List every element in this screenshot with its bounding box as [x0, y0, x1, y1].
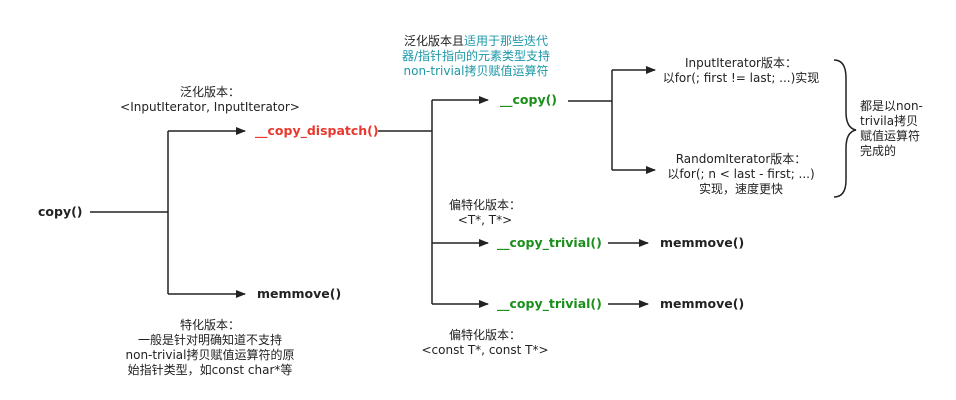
partial-1-note-line-1: 偏特化版本：: [448, 198, 521, 212]
partial-2-note: 偏特化版本： <const T*, const T*>: [400, 328, 570, 358]
node-copy-dispatch: __copy_dispatch(): [255, 123, 379, 138]
input-iter-note: InputIterator版本： 以for(; first != last; .…: [652, 56, 830, 86]
copy-generic-note: 泛化版本且适用于那些迭代 器/指针指向的元素类型支持 non-trivial拷贝…: [378, 34, 574, 79]
random-iter-note-line-2: 以for(; n < last - first; ...): [667, 167, 815, 181]
input-iter-note-line-1: InputIterator版本：: [685, 56, 797, 70]
node-memmove-1: memmove(): [660, 235, 745, 250]
dispatch-note-line-2: <InputIterator, InputIterator>: [120, 100, 300, 114]
brace-note-line-2: trivila拷贝: [860, 114, 919, 128]
copy-note-highlight-3: non-trivial拷贝赋值运算符: [403, 64, 549, 78]
node-copy-trivial-2: __copy_trivial(): [497, 296, 602, 311]
specialization-note-line-1: 特化版本：: [179, 318, 240, 332]
dispatch-note-line-1: 泛化版本：: [179, 85, 240, 99]
copy-note-highlight-2: 器/指针指向的元素类型支持: [401, 49, 551, 63]
node-memmove-top: memmove(): [257, 286, 342, 301]
partial-1-note: 偏特化版本： <T*, T*>: [410, 198, 560, 228]
partial-1-note-line-2: <T*, T*>: [457, 213, 513, 227]
node-memmove-2: memmove(): [660, 296, 745, 311]
brace-note-line-1: 都是以non-: [860, 99, 923, 113]
specialization-note-line-3: non-trivial拷贝赋值运算符的原: [125, 348, 295, 362]
specialization-note: 特化版本： 一般是针对明确知道不支持 non-trivial拷贝赋值运算符的原 …: [110, 318, 310, 378]
random-iter-note-line-3: 实现，速度更快: [698, 182, 783, 196]
node-copy: copy(): [38, 204, 83, 219]
dispatch-note: 泛化版本： <InputIterator, InputIterator>: [110, 85, 310, 115]
random-iter-note: RandomIterator版本： 以for(; n < last - firs…: [652, 152, 830, 197]
node-copy-trivial-1: __copy_trivial(): [497, 235, 602, 250]
node-copy-generic: __copy(): [500, 92, 558, 107]
right-brace: [833, 59, 857, 198]
random-iter-note-line-1: RandomIterator版本：: [675, 152, 807, 166]
partial-2-note-line-1: 偏特化版本：: [448, 328, 521, 342]
partial-2-note-line-2: <const T*, const T*>: [421, 343, 549, 357]
input-iter-note-line-2: 以for(; first != last; ...)实现: [662, 71, 820, 85]
specialization-note-line-2: 一般是针对明确知道不支持: [137, 333, 282, 347]
specialization-note-line-4: 始指针类型，如const char*等: [127, 363, 293, 377]
brace-note: 都是以non- trivila拷贝 赋值运算符 完成的: [860, 99, 923, 159]
copy-note-highlight-1: 适用于那些迭代: [464, 34, 549, 48]
brace-note-line-4: 完成的: [860, 144, 897, 158]
copy-note-prefix: 泛化版本且: [403, 34, 464, 48]
brace-note-line-3: 赋值运算符: [860, 129, 921, 143]
